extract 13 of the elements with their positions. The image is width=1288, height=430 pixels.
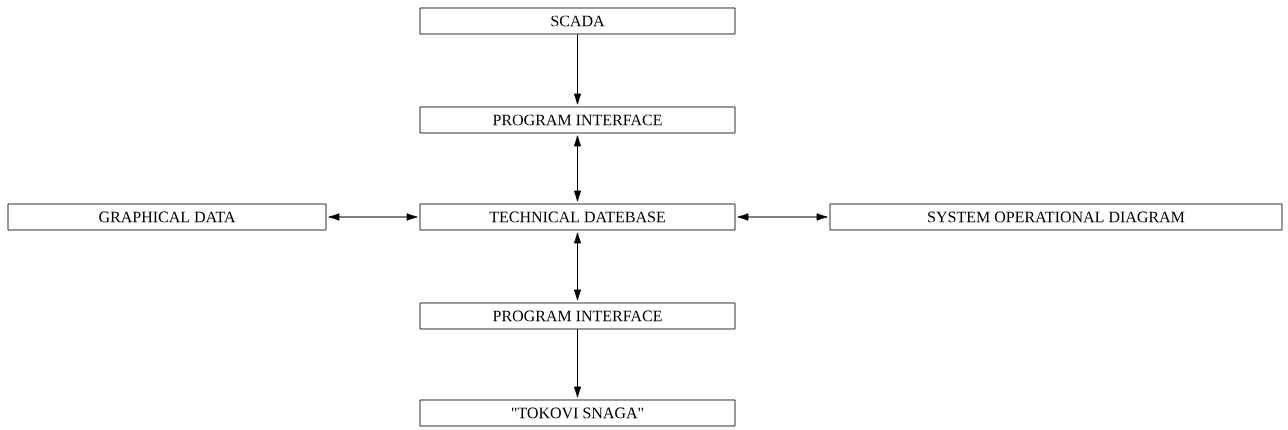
process-box: "TOKOVI SNAGA" bbox=[419, 399, 736, 427]
arrow bbox=[328, 213, 418, 221]
process-box: PROGRAM INTERFACE bbox=[419, 302, 736, 330]
arrow bbox=[573, 33, 582, 105]
arrow bbox=[573, 135, 582, 202]
arrow bbox=[737, 213, 828, 221]
process-box: GRAPHICAL DATA bbox=[7, 203, 327, 231]
arrow bbox=[573, 232, 582, 301]
process-box: SCADA bbox=[419, 7, 736, 35]
arrow bbox=[573, 328, 582, 398]
process-box: PROGRAM INTERFACE bbox=[419, 106, 736, 134]
process-box: SYSTEM OPERATIONAL DIAGRAM bbox=[829, 203, 1283, 231]
process-box: TECHNICAL DATEBASE bbox=[419, 203, 736, 231]
